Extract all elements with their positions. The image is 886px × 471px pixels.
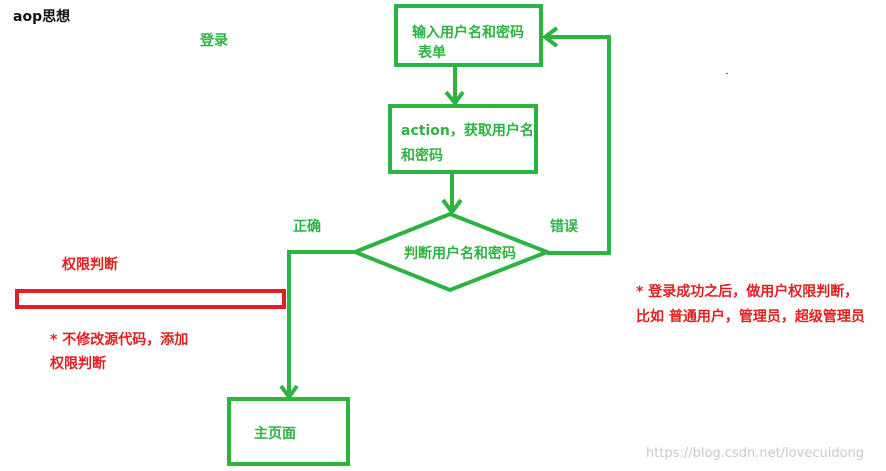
home-page-label: 主页面 [254,426,296,442]
permission-label: 权限判断 [62,257,118,273]
permission-check-bar [15,289,286,309]
watermark: https://blog.csdn.net/lovecuidong [646,446,865,461]
arrowhead-form-to-action [444,90,465,107]
input-form-box [394,4,543,67]
action-label-line1: action，获取用户名 [401,123,534,139]
login-label: 登录 [200,33,228,49]
action-label-line2: 和密码 [401,148,443,164]
decision-label: 判断用户名和密码 [404,246,516,262]
arrow-wrong-loop [546,35,611,255]
edge-label-correct: 正确 [293,219,321,235]
input-form-label-line1: 输入用户名和密码 [412,25,524,41]
note-left-line1: * 不修改源代码，添加 [50,332,189,348]
arrow-correct-path [287,250,355,396]
stray-mark [726,73,728,74]
note-right-line2: 比如 普通用户，管理员，超级管理员 [636,309,865,325]
arrowhead-wrong-loop [541,26,559,48]
action-box [388,104,538,174]
edge-label-wrong: 错误 [550,219,578,235]
arrowhead-action-to-decision [441,198,463,216]
note-right-line1: * 登录成功之后，做用户权限判断， [636,284,859,300]
input-form-label-line2: 表单 [418,45,446,61]
note-left-line2: 权限判断 [50,356,106,372]
arrowhead-correct-path [279,384,299,401]
decision-diamond [349,211,553,293]
page-title: aop思想 [13,9,71,25]
